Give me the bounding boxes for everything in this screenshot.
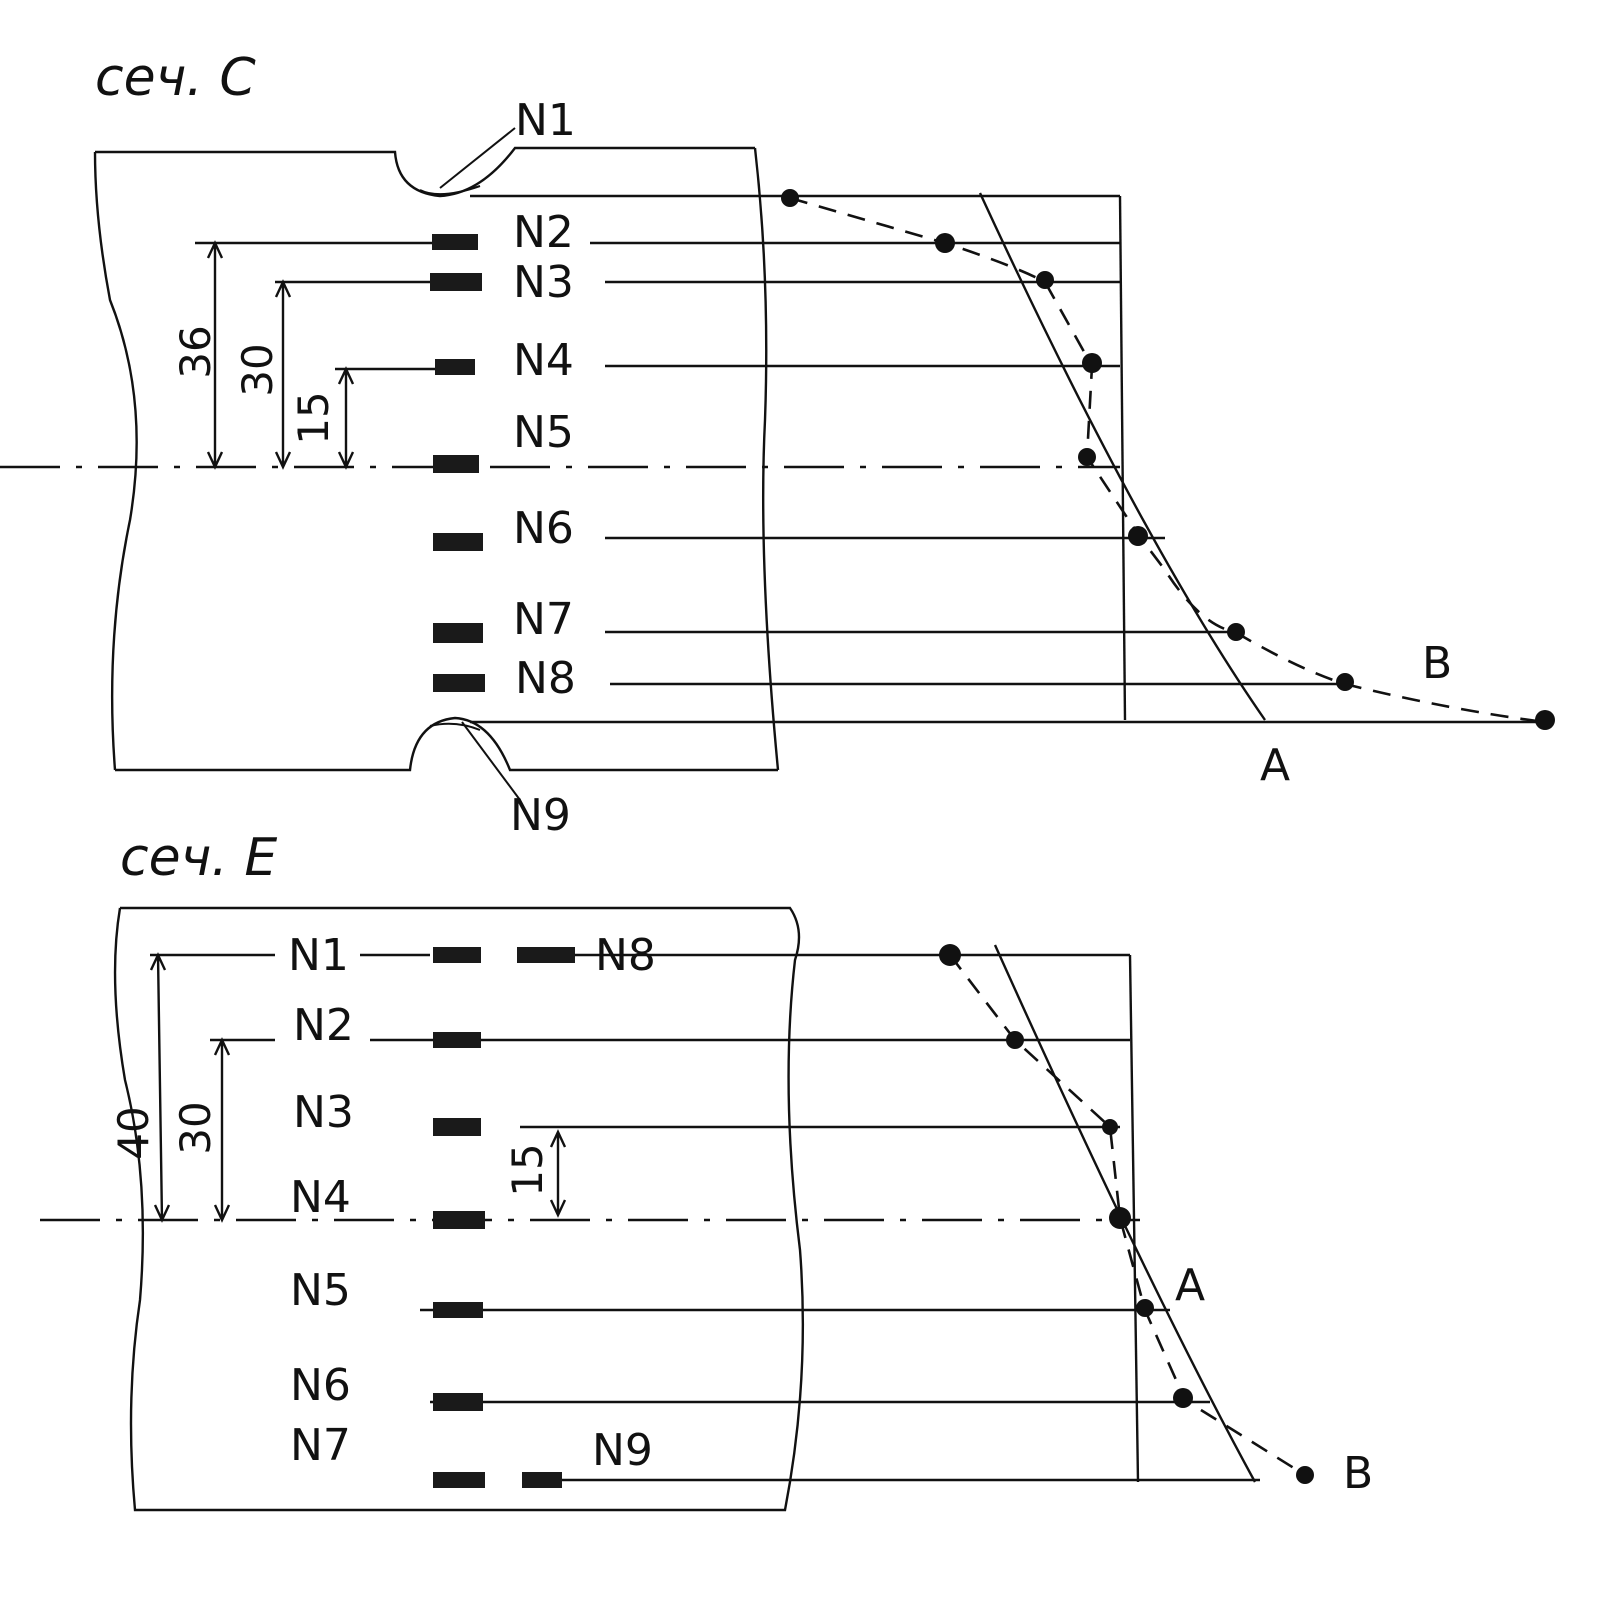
section-e-title: сеч. Е — [120, 828, 277, 888]
section-c-gauges — [430, 234, 485, 692]
section-e-specimen-outline — [113, 906, 805, 1512]
section-e-label-n8: N8 — [595, 930, 656, 981]
strain-gauge — [433, 674, 485, 692]
section-c-dim-15 — [337, 366, 355, 470]
strain-gauge — [433, 1211, 485, 1229]
section-e-label-n4: N4 — [290, 1172, 351, 1223]
section-c: сеч. С 36 30 15 — [0, 48, 1555, 841]
strain-gauge — [522, 1472, 562, 1488]
section-e-dim-15 — [549, 1129, 567, 1218]
section-e-dim-40 — [149, 952, 171, 1223]
section-c-label-n7: N7 — [513, 594, 574, 645]
section-e-label-n3: N3 — [293, 1087, 354, 1138]
section-c-reference-line — [1118, 195, 1127, 721]
section-c-measured-curve-b — [789, 196, 1546, 724]
section-e-label-n7: N7 — [290, 1420, 351, 1471]
strain-gauge — [430, 273, 482, 291]
section-c-leader-n9 — [461, 721, 521, 801]
section-e-label-n9: N9 — [592, 1425, 653, 1476]
strain-gauge — [433, 1302, 483, 1318]
data-point — [1036, 271, 1054, 289]
section-c-label-n9: N9 — [510, 790, 571, 841]
section-e-theoretical-line-a — [993, 944, 1257, 1483]
section-c-label-n6: N6 — [513, 503, 574, 554]
section-e-dim-40-label: 40 — [109, 1106, 158, 1159]
data-point — [781, 189, 799, 207]
data-point — [939, 944, 961, 966]
section-c-curve-label-a: A — [1260, 740, 1290, 791]
section-e-dim-30-label: 30 — [171, 1101, 220, 1154]
strain-gauge — [433, 1118, 481, 1136]
section-c-notch-top-hatch — [419, 185, 481, 196]
section-c-notch-bottom-hatch — [429, 722, 481, 731]
section-e-label-n5: N5 — [290, 1265, 351, 1316]
section-e: сеч. Е 40 30 15 — [40, 828, 1373, 1512]
section-c-dim-36-label: 36 — [171, 325, 220, 378]
strain-gauge — [433, 533, 483, 551]
strain-gauge — [433, 455, 479, 473]
data-point — [1102, 1119, 1118, 1135]
section-c-label-n2: N2 — [513, 207, 574, 258]
section-e-label-n6: N6 — [290, 1360, 351, 1411]
section-c-theoretical-line-a — [978, 192, 1266, 721]
data-point — [1128, 526, 1148, 546]
strain-gauge — [433, 1472, 485, 1488]
section-c-label-n5: N5 — [513, 407, 574, 458]
section-c-dim-30 — [274, 279, 292, 470]
strain-gauge — [517, 947, 575, 963]
data-point — [1173, 1388, 1193, 1408]
section-e-reference-line — [1128, 954, 1140, 1483]
strain-gauge — [433, 1032, 481, 1048]
section-c-curve-label-b: B — [1422, 638, 1452, 689]
strain-gauge — [433, 947, 481, 963]
section-e-dim-15-label: 15 — [503, 1143, 552, 1196]
section-c-measured-points — [781, 189, 1555, 730]
data-point — [1006, 1031, 1024, 1049]
strain-gauge — [432, 234, 478, 250]
section-e-label-n2: N2 — [293, 1000, 354, 1051]
section-c-label-n3: N3 — [513, 257, 574, 308]
data-point — [1535, 710, 1555, 730]
section-e-gauges — [433, 947, 575, 1488]
section-c-dim-15-label: 15 — [289, 391, 338, 444]
strain-gauge — [435, 359, 475, 375]
data-point — [1227, 623, 1245, 641]
section-c-title: сеч. С — [95, 48, 256, 108]
data-point — [1109, 1207, 1131, 1229]
strain-gauge — [433, 1393, 483, 1411]
section-c-leader-n1 — [439, 127, 516, 189]
section-c-label-n8: N8 — [515, 653, 576, 704]
section-c-label-n4: N4 — [513, 335, 574, 386]
section-e-label-n1: N1 — [288, 930, 349, 981]
section-c-dim-36 — [206, 240, 224, 470]
data-point — [1082, 353, 1102, 373]
data-point — [1336, 673, 1354, 691]
data-point — [1136, 1299, 1154, 1317]
data-point — [1296, 1466, 1314, 1484]
section-e-dim-30 — [213, 1037, 231, 1223]
data-point — [935, 233, 955, 253]
section-c-specimen-outline — [93, 146, 780, 772]
section-e-curve-label-a: A — [1175, 1260, 1205, 1311]
section-e-curve-label-b: B — [1343, 1448, 1373, 1499]
section-e-measured-points — [939, 944, 1314, 1484]
section-c-dim-30-label: 30 — [233, 343, 282, 396]
data-point — [1078, 448, 1096, 466]
section-c-label-n1: N1 — [515, 95, 576, 146]
strain-gauge — [433, 623, 483, 643]
